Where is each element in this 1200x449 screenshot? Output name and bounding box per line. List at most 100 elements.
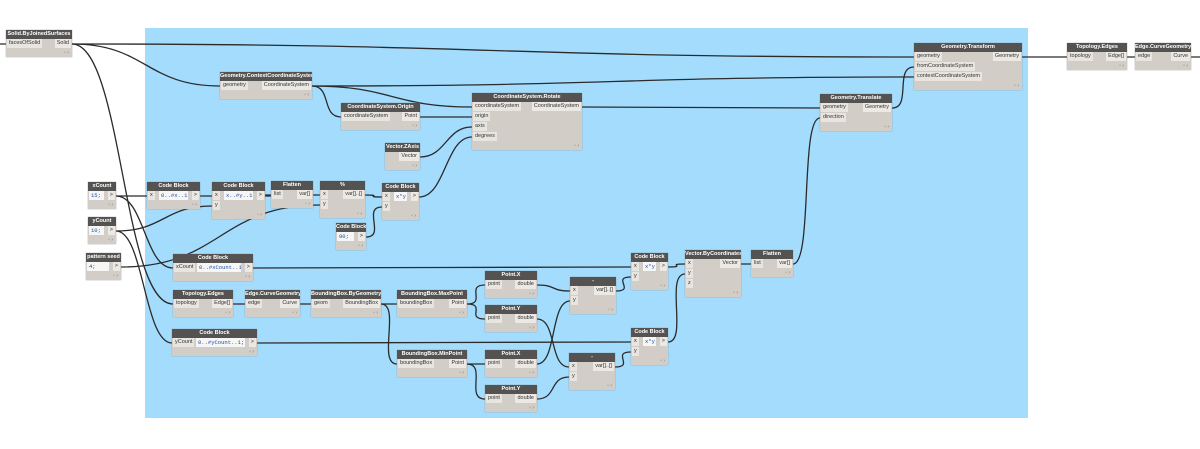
input-port[interactable]: x (148, 191, 155, 200)
input-port[interactable]: y (383, 202, 390, 211)
output-port[interactable]: > (410, 192, 418, 201)
input-port[interactable]: edge (246, 299, 263, 308)
input-port[interactable]: list (272, 190, 283, 199)
output-port[interactable]: > (244, 263, 252, 272)
code-input[interactable]: x*y; (394, 192, 407, 201)
output-port[interactable]: BoundingBox (343, 299, 380, 308)
output-port[interactable]: var[]..[] (593, 362, 614, 371)
input-port[interactable]: yCount (173, 338, 195, 347)
output-port[interactable]: CoordinateSystem (531, 102, 581, 111)
output-port[interactable]: > (256, 191, 264, 200)
input-port[interactable]: xCount (174, 263, 196, 272)
input-port[interactable]: coordinateSystem (342, 112, 391, 121)
input-port[interactable]: y (213, 201, 220, 210)
input-port[interactable]: x (571, 286, 578, 295)
input-port[interactable]: boundingBox (398, 299, 435, 308)
output-port[interactable]: Point (449, 299, 466, 308)
input-port[interactable]: x (632, 337, 639, 346)
output-port[interactable]: Vector (399, 152, 419, 161)
input-port[interactable]: y (632, 347, 639, 356)
input-port[interactable]: point (486, 314, 502, 323)
input-port[interactable]: topology (174, 299, 199, 308)
input-port[interactable]: point (486, 359, 502, 368)
output-port[interactable]: Geometry (862, 103, 891, 112)
input-port[interactable]: point (486, 394, 502, 403)
input-port[interactable]: fromCoordinateSystem (915, 62, 976, 71)
input-port[interactable]: x (321, 190, 328, 199)
output-port[interactable]: Edge[] (1106, 52, 1126, 61)
input-port[interactable]: facesOfSolid (7, 39, 43, 48)
output-port[interactable]: double (515, 394, 536, 403)
output-port[interactable]: double (515, 314, 536, 323)
input-port[interactable]: x (570, 362, 577, 371)
input-port[interactable]: geometry (915, 52, 942, 61)
output-port[interactable]: var[]..[] (343, 190, 364, 199)
output-port[interactable]: double (515, 280, 536, 289)
output-port[interactable]: var[] (777, 259, 792, 268)
output-port[interactable]: > (248, 338, 256, 347)
input-port[interactable]: point (486, 280, 502, 289)
code-input[interactable]: x*y; (643, 337, 656, 346)
output-port[interactable]: Curve (1171, 52, 1190, 61)
output-port[interactable]: Edge[] (212, 299, 232, 308)
input-port[interactable]: origin (473, 112, 491, 121)
output-port[interactable]: > (659, 262, 667, 271)
output-port[interactable]: Vector (720, 259, 740, 268)
output-port[interactable]: > (659, 337, 667, 346)
input-port[interactable]: topology (1068, 52, 1093, 61)
output-port[interactable]: double (515, 359, 536, 368)
output-port[interactable]: var[] (297, 190, 312, 199)
code-input[interactable]: 90; (337, 232, 354, 241)
input-port[interactable]: y (571, 296, 578, 305)
input-port[interactable]: boundingBox (398, 359, 435, 368)
output-port[interactable]: > (107, 226, 115, 235)
input-port[interactable]: y (632, 272, 639, 281)
input-port[interactable]: y (321, 200, 328, 209)
output-port[interactable]: > (357, 232, 365, 241)
input-port[interactable]: contextCoordinateSystem (915, 72, 982, 81)
input-port[interactable]: x (632, 262, 639, 271)
code-input[interactable]: 10; (89, 226, 104, 235)
input-port[interactable]: geometry (821, 103, 848, 112)
code-input[interactable]: 15; (89, 191, 104, 200)
code-input[interactable]: 0..#xCount..1; (197, 263, 241, 272)
output-port[interactable]: > (112, 262, 120, 271)
input-port[interactable]: edge (1136, 52, 1153, 61)
input-port[interactable]: axis (473, 122, 487, 131)
code-input[interactable]: x..#y..1; (224, 191, 253, 200)
output-port[interactable]: Geometry (992, 52, 1021, 61)
input-port[interactable]: y (686, 269, 693, 278)
input-port[interactable]: list (752, 259, 763, 268)
output-port[interactable]: Point (402, 112, 419, 121)
